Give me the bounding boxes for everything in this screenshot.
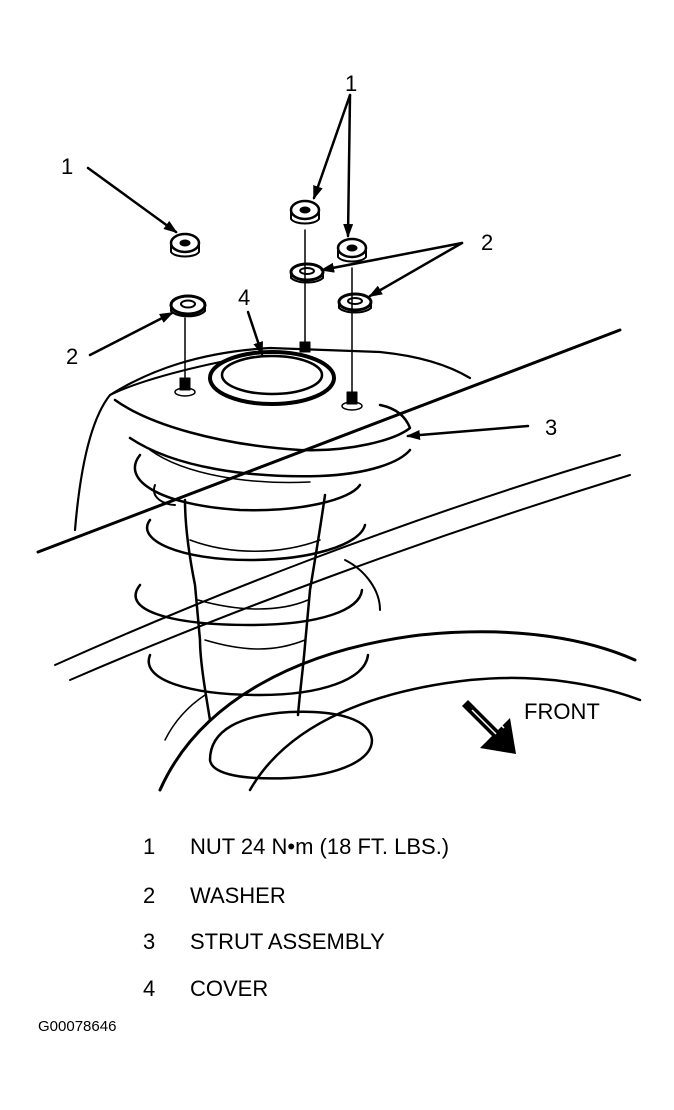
- leader-washer-left: [88, 311, 174, 357]
- callout-strut: 3: [545, 415, 558, 440]
- callout-nut-top: 1: [345, 71, 358, 96]
- stud-right: [341, 267, 363, 411]
- legend-text: COVER: [190, 976, 269, 1001]
- stud-left: [174, 317, 196, 397]
- nut-center: [289, 199, 321, 225]
- lower-strut-mount: [208, 710, 374, 780]
- fender-lower-edge: [54, 454, 621, 666]
- legend-text: NUT 24 N•m (18 FT. LBS.): [190, 834, 450, 859]
- callout-washer-left: 2: [66, 344, 79, 369]
- body-panel: [73, 346, 472, 532]
- wheel-arch: [158, 630, 637, 792]
- leader-nut-center: [312, 93, 352, 200]
- coil-spring: [133, 453, 381, 697]
- legend-number: 2: [143, 883, 156, 908]
- leader-washer-center: [320, 241, 464, 273]
- leader-nut-left: [86, 166, 178, 234]
- strut-mount-plate: [113, 398, 412, 452]
- callout-cover: 4: [238, 285, 251, 310]
- leader-strut: [406, 424, 530, 440]
- washer-left: [169, 294, 207, 318]
- strut-mount-diagram: [36, 93, 642, 792]
- washer-center: [289, 262, 325, 284]
- legend-number: 3: [143, 929, 156, 954]
- leader-washer-right: [368, 241, 464, 298]
- nut-left: [169, 232, 201, 258]
- callout-washer-right: 2: [481, 230, 494, 255]
- leader-cover: [246, 310, 264, 356]
- callout-nut-left: 1: [61, 154, 74, 179]
- strut-body: [183, 493, 327, 722]
- legend-number: 1: [143, 834, 156, 859]
- cover: [208, 350, 336, 406]
- figure-id: G00078646: [38, 1018, 117, 1035]
- legend-text: STRUT ASSEMBLY: [190, 929, 385, 954]
- panel-top-edge: [109, 359, 231, 396]
- nut-right: [336, 237, 368, 263]
- washer-right: [337, 292, 373, 314]
- fender-edge: [36, 328, 622, 554]
- stud-center: [299, 229, 311, 353]
- legend-text: WASHER: [190, 883, 286, 908]
- legend-number: 4: [143, 976, 156, 1001]
- leader-nut-right: [343, 93, 354, 238]
- cover-inner: [220, 354, 324, 396]
- front-direction-arrow-icon: [462, 700, 516, 754]
- front-label: FRONT: [524, 699, 600, 724]
- strut-mount-lip: [128, 436, 412, 478]
